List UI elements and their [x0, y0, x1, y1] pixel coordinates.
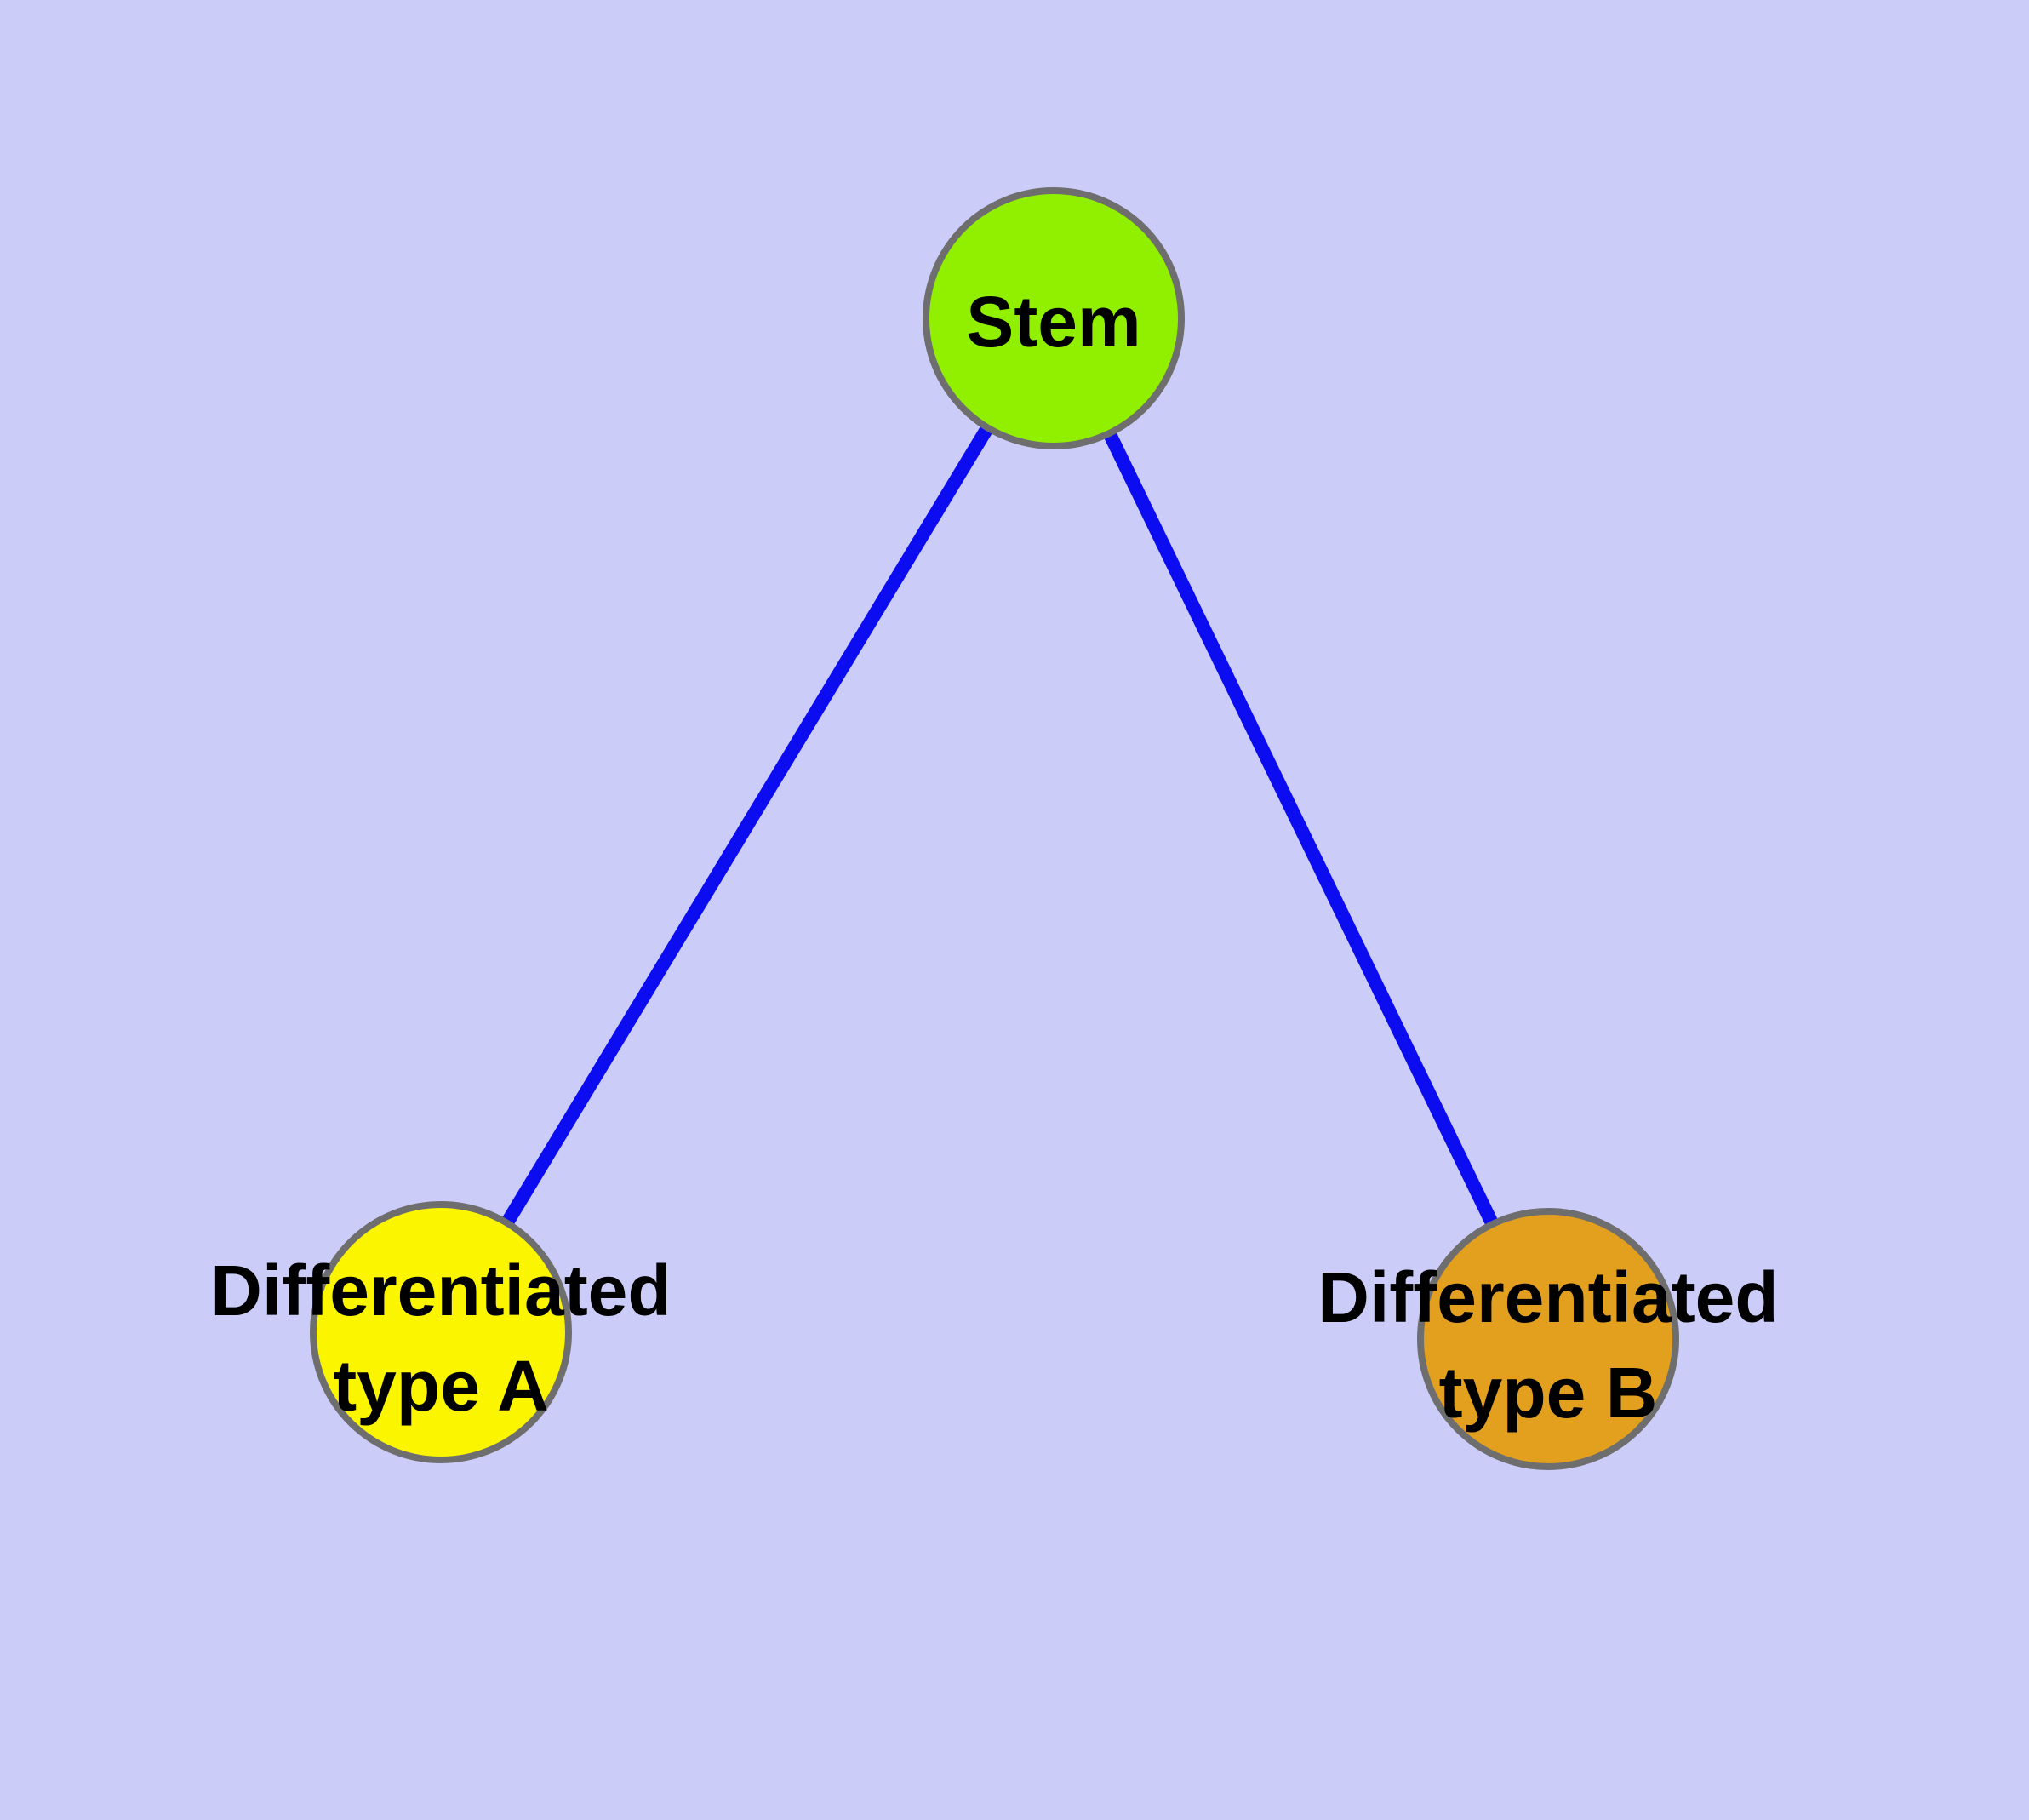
edge-layer — [435, 314, 1555, 1342]
node-stem-label: Stem — [966, 282, 1140, 362]
label-layer: Stem Differentiated type A Differentiate… — [210, 282, 1778, 1433]
node-differentiated-type-a-label-line2: type A — [333, 1346, 549, 1426]
node-stem-circle — [923, 187, 1185, 449]
node-differentiated-type-a-circle — [310, 1201, 572, 1463]
node-differentiated-type-b-label-line1: Differentiated — [1317, 1257, 1778, 1337]
edge-stem-to-type-a — [435, 314, 1060, 1336]
node-layer — [310, 187, 1679, 1470]
node-differentiated-type-a-label-line1: Differentiated — [210, 1251, 671, 1331]
node-differentiated-type-b-label-line2: type B — [1439, 1353, 1658, 1433]
edge-stem-to-type-b — [1047, 315, 1555, 1342]
node-differentiated-type-b-circle — [1417, 1208, 1679, 1470]
